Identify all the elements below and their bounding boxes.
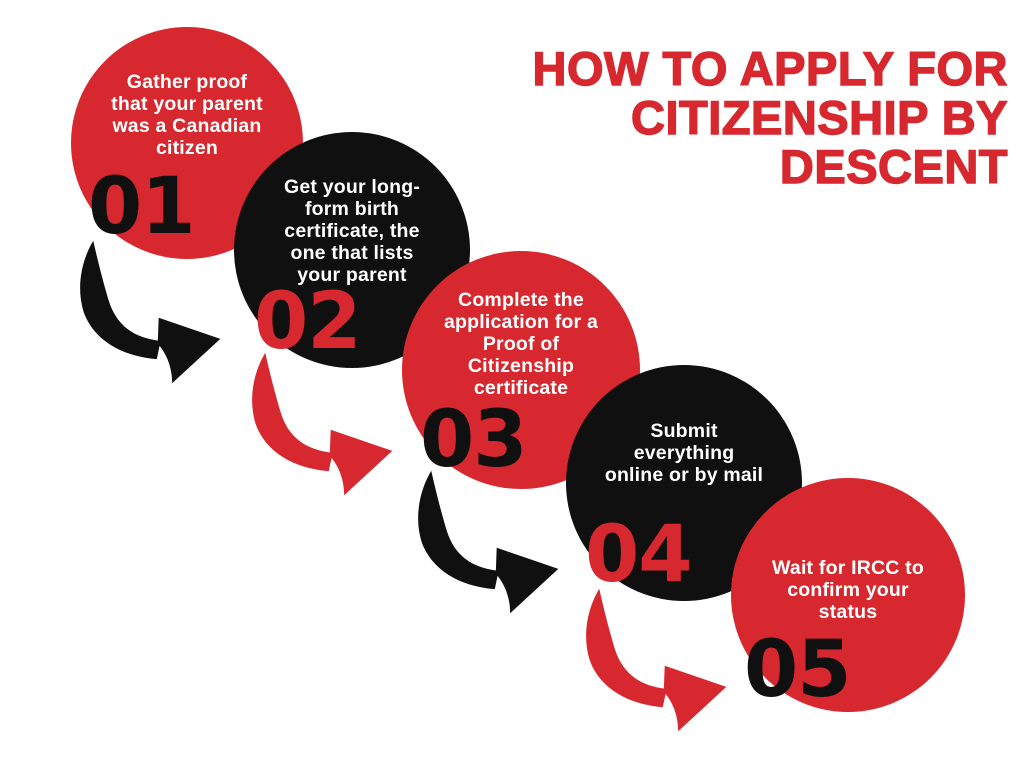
- step-circle-5: [731, 478, 965, 712]
- curved-arrow-icon-2: [246, 350, 400, 496]
- step-number-3: 03: [420, 395, 528, 485]
- step-text-4: Submit everything online or by mail: [604, 420, 764, 486]
- curved-arrow-icon-4: [580, 586, 734, 732]
- page-title: HOW TO APPLY FOR CITIZENSHIP BY DESCENT: [532, 42, 1008, 193]
- step-text-2: Get your long- form birth certificate, t…: [283, 176, 421, 286]
- curved-arrow-icon-1: [74, 238, 228, 384]
- curved-arrow-icon-3: [412, 468, 566, 614]
- step-number-1: 01: [88, 162, 196, 252]
- step-number-4: 04: [585, 510, 693, 600]
- step-text-1: Gather proof that your parent was a Cana…: [111, 71, 263, 159]
- step-number-2: 02: [254, 277, 362, 367]
- step-number-5: 05: [744, 625, 852, 715]
- step-text-5: Wait for IRCC to confirm your status: [772, 557, 924, 623]
- step-text-3: Complete the application for a Proof of …: [443, 289, 598, 399]
